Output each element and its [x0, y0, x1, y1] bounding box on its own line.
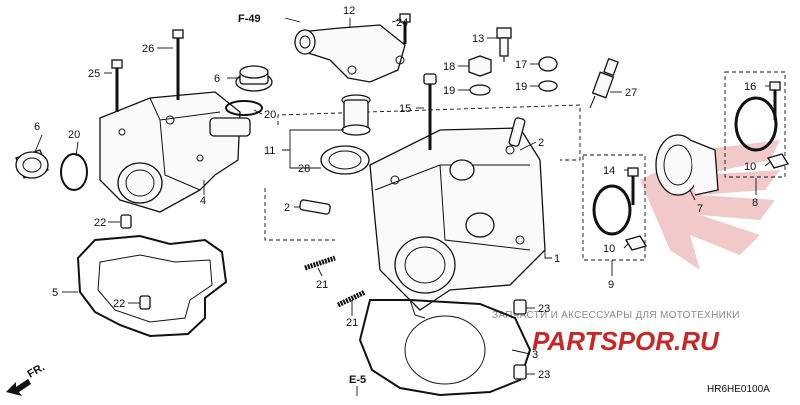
callout-11: 11 — [264, 145, 275, 157]
nut-10-a — [625, 235, 647, 251]
group-outline-2 — [264, 188, 335, 241]
callout-5: 5 — [52, 287, 58, 299]
dowel-22-bottom — [139, 295, 151, 310]
callout-20-top: 20 — [264, 109, 276, 121]
callout-19-a: 19 — [443, 85, 455, 97]
diagram-code: HR6HE0100A — [707, 384, 770, 395]
callout-23-bottom: 23 — [538, 369, 550, 381]
dowel-22-top — [120, 214, 132, 229]
callout-labels: 6 20 25 26 6 20 4 22 5 22 12 24 11 28 15… — [34, 5, 758, 381]
cylinder-head-gasket-bore — [404, 315, 486, 385]
nut-18 — [468, 55, 492, 77]
callout-14: 14 — [603, 165, 615, 177]
callout-2-left: 2 — [284, 202, 290, 214]
front-arrow-icon — [6, 379, 31, 396]
ref-e5: E-5 — [349, 374, 366, 386]
callout-21-lower: 21 — [346, 317, 358, 329]
bolt-24 — [399, 13, 411, 44]
ref-f49: F-49 — [238, 13, 261, 25]
bolt-14 — [627, 167, 639, 205]
intake-insulator — [655, 134, 719, 196]
spark-plug — [589, 57, 619, 109]
callout-24: 24 — [396, 17, 408, 29]
callout-17: 17 — [515, 59, 527, 71]
callout-7: 7 — [697, 203, 703, 215]
head-cover-gasket — [76, 234, 228, 338]
stud-21-lower — [336, 289, 367, 308]
callout-28: 28 — [298, 163, 310, 175]
group-outline-8 — [724, 71, 786, 178]
guide-pipe-left — [299, 199, 331, 215]
group-outline-1 — [277, 104, 581, 161]
leader-lines — [34, 17, 771, 375]
callout-4: 4 — [200, 195, 206, 207]
thermostat-seal — [320, 145, 370, 175]
callout-6-top: 6 — [214, 73, 220, 85]
cap-17 — [538, 56, 558, 72]
callout-6-left: 6 — [34, 121, 40, 133]
callout-16: 16 — [744, 81, 756, 93]
dowel-23-top — [513, 299, 527, 315]
o-ring-left — [60, 153, 88, 191]
washer-19-a — [469, 84, 491, 96]
clamp-9 — [592, 184, 632, 236]
watermark-tagline: ЗАПЧАСТИ И АКСЕССУАРЫ ДЛЯ МОТОТЕХНИКИ — [492, 310, 740, 321]
callout-27: 27 — [625, 87, 637, 99]
watermark-brand: PARTSPOR.RU — [532, 326, 720, 356]
callout-26: 26 — [142, 43, 154, 55]
callout-18: 18 — [443, 61, 455, 73]
group-outline-9 — [582, 154, 646, 261]
bolt-25 — [111, 59, 123, 112]
callout-20-left: 20 — [68, 129, 80, 141]
callout-12: 12 — [343, 5, 355, 17]
callout-22-bottom: 22 — [113, 298, 125, 310]
washer-19-b — [538, 80, 558, 92]
cylinder-head-gasket — [358, 299, 532, 397]
thermostat-housing — [294, 24, 406, 83]
thermostat-seal-inner — [328, 150, 362, 170]
callout-23-top: 23 — [538, 303, 550, 315]
callout-8: 8 — [752, 197, 758, 209]
o-ring-top — [225, 100, 263, 116]
callout-10-a: 10 — [603, 243, 615, 255]
callout-10-b: 10 — [744, 161, 756, 173]
stud-21-upper — [304, 255, 336, 271]
head-cover-gasket-inner — [97, 254, 213, 323]
callout-9: 9 — [608, 279, 614, 291]
front-label: FR. — [26, 361, 47, 380]
bolt-26 — [172, 29, 184, 100]
dowel-23-bottom — [513, 364, 527, 380]
nut-10-b — [767, 153, 789, 169]
callout-2-right: 2 — [538, 137, 544, 149]
oil-filler-cap-left — [15, 149, 49, 179]
callout-25: 25 — [88, 68, 100, 80]
bolt-16 — [769, 81, 781, 120]
cylinder-head — [369, 127, 546, 319]
callout-19-b: 19 — [515, 81, 527, 93]
thermostat — [341, 94, 371, 136]
oil-filler-cap-top — [235, 65, 273, 92]
callout-3: 3 — [532, 349, 538, 361]
callout-1: 1 — [554, 253, 560, 265]
temperature-sensor — [496, 27, 512, 62]
callout-15: 15 — [399, 103, 411, 115]
callout-21-upper: 21 — [316, 279, 328, 291]
callout-13: 13 — [472, 33, 484, 45]
clamp-8 — [734, 96, 778, 152]
guide-pipe-right — [508, 117, 526, 147]
callout-22-top: 22 — [94, 217, 106, 229]
head-cover — [99, 91, 251, 213]
bolt-15 — [423, 73, 437, 150]
